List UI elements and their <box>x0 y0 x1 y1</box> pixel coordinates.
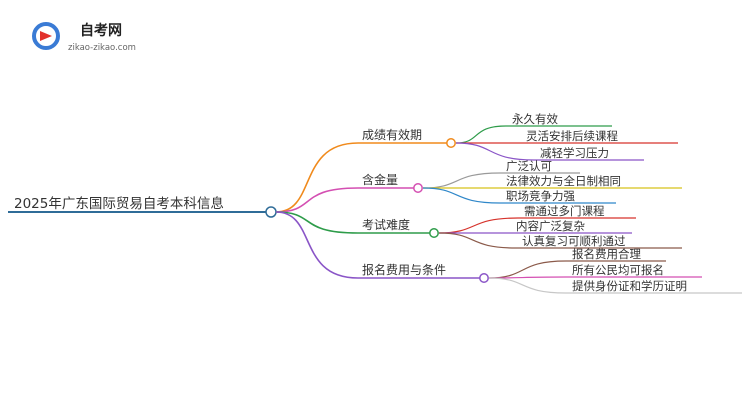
leaf-label: 职场竞争力强 <box>506 189 575 203</box>
branch-label: 成绩有效期 <box>362 127 422 142</box>
leaf-label: 永久有效 <box>512 112 558 126</box>
logo-subtitle: zikao-zikao.com <box>68 43 136 53</box>
branch-label: 报名费用与条件 <box>362 262 446 277</box>
leaf-connector <box>455 142 535 161</box>
leaf-connector <box>438 232 517 249</box>
logo: 自考网 zikao-zikao.com <box>32 22 136 53</box>
branch-connector <box>275 187 359 213</box>
leaf-label: 提供身份证和学历证明 <box>572 279 687 293</box>
logo-icon <box>32 22 60 50</box>
leaf-label: 法律效力与全日制相同 <box>506 174 621 188</box>
leaf-label: 灵活安排后续课程 <box>526 129 618 143</box>
branch-connector <box>275 211 359 279</box>
leaf-connector <box>422 187 501 204</box>
leaf-connector <box>488 277 567 294</box>
leaf-label: 所有公民均可报名 <box>572 263 664 277</box>
leaf-label: 广泛认可 <box>506 159 552 173</box>
branch-label: 考试难度 <box>362 217 410 232</box>
branch-label: 含金量 <box>362 172 398 187</box>
branch-connector <box>275 142 359 213</box>
leaf-connector <box>455 125 507 144</box>
leaf-label: 报名费用合理 <box>572 247 641 261</box>
leaf-connector <box>488 260 567 279</box>
root-label: 2025年广东国际贸易自考本科信息 <box>14 195 224 212</box>
branch-connector <box>275 211 359 234</box>
root-node: 2025年广东国际贸易自考本科信息 <box>8 195 277 218</box>
leaf-label: 内容广泛复杂 <box>516 219 585 233</box>
branch-node-connector <box>446 138 456 148</box>
branch-node-connector <box>479 273 489 283</box>
leaf-label: 需通过多门课程 <box>524 204 605 218</box>
leaf-label: 认真复习可顺利通过 <box>522 234 626 248</box>
leaf-label: 减轻学习压力 <box>540 146 609 160</box>
branch-node-connector <box>429 228 439 238</box>
root-connector <box>265 206 277 218</box>
leaf-connector <box>422 172 501 189</box>
leaf-connector <box>438 217 519 234</box>
branch-node-connector <box>413 183 423 193</box>
logo-title: 自考网 <box>80 22 122 39</box>
